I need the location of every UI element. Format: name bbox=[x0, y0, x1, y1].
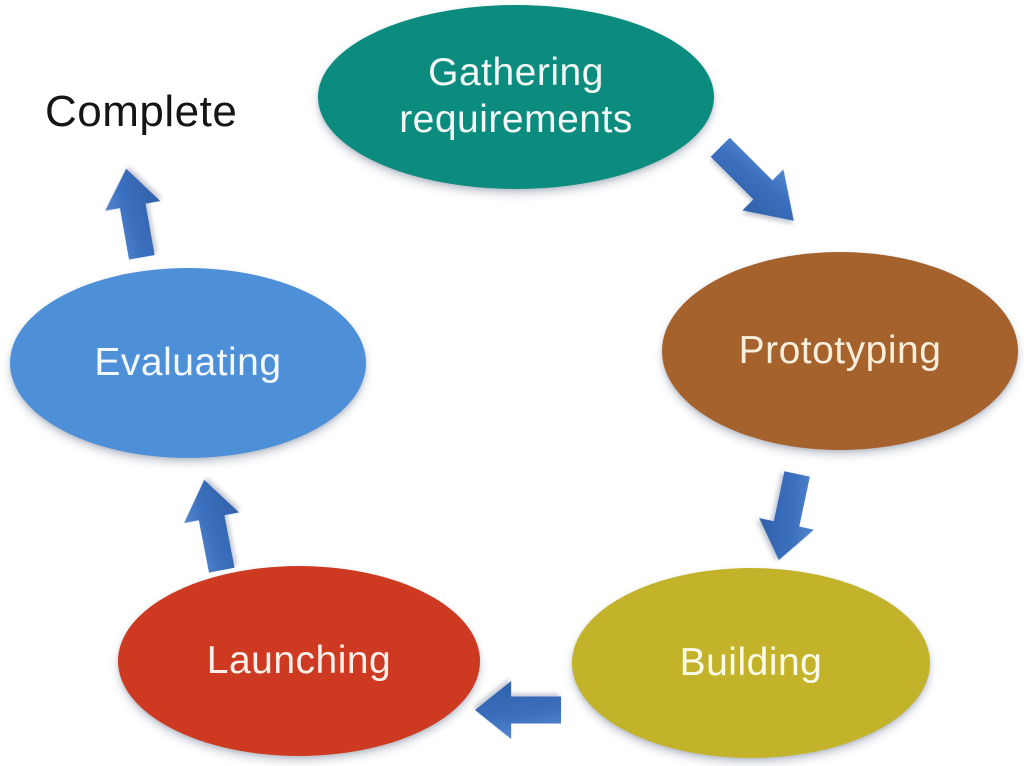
node-launching-label: Launching bbox=[206, 638, 392, 682]
node-gathering-requirements-label: Gathering requirements bbox=[399, 51, 633, 141]
arrow-launching-to-evaluating-icon bbox=[176, 474, 250, 576]
node-prototyping-label: Prototyping bbox=[738, 328, 942, 372]
arrow-building-to-launching-icon bbox=[475, 681, 561, 739]
node-evaluating-label: Evaluating bbox=[94, 340, 282, 384]
node-launching: Launching bbox=[118, 566, 480, 756]
node-evaluating: Evaluating bbox=[10, 268, 366, 458]
node-prototyping: Prototyping bbox=[662, 252, 1018, 450]
node-building: Building bbox=[572, 568, 930, 758]
node-gathering-requirements: Gathering requirements bbox=[318, 5, 714, 189]
node-building-label: Building bbox=[679, 640, 823, 684]
arrow-prototyping-to-building-icon bbox=[751, 468, 825, 566]
arrow-evaluating-to-complete-icon bbox=[98, 163, 170, 263]
complete-label: Complete bbox=[45, 87, 238, 136]
arrow-gathering-to-prototyping-icon bbox=[699, 126, 815, 242]
